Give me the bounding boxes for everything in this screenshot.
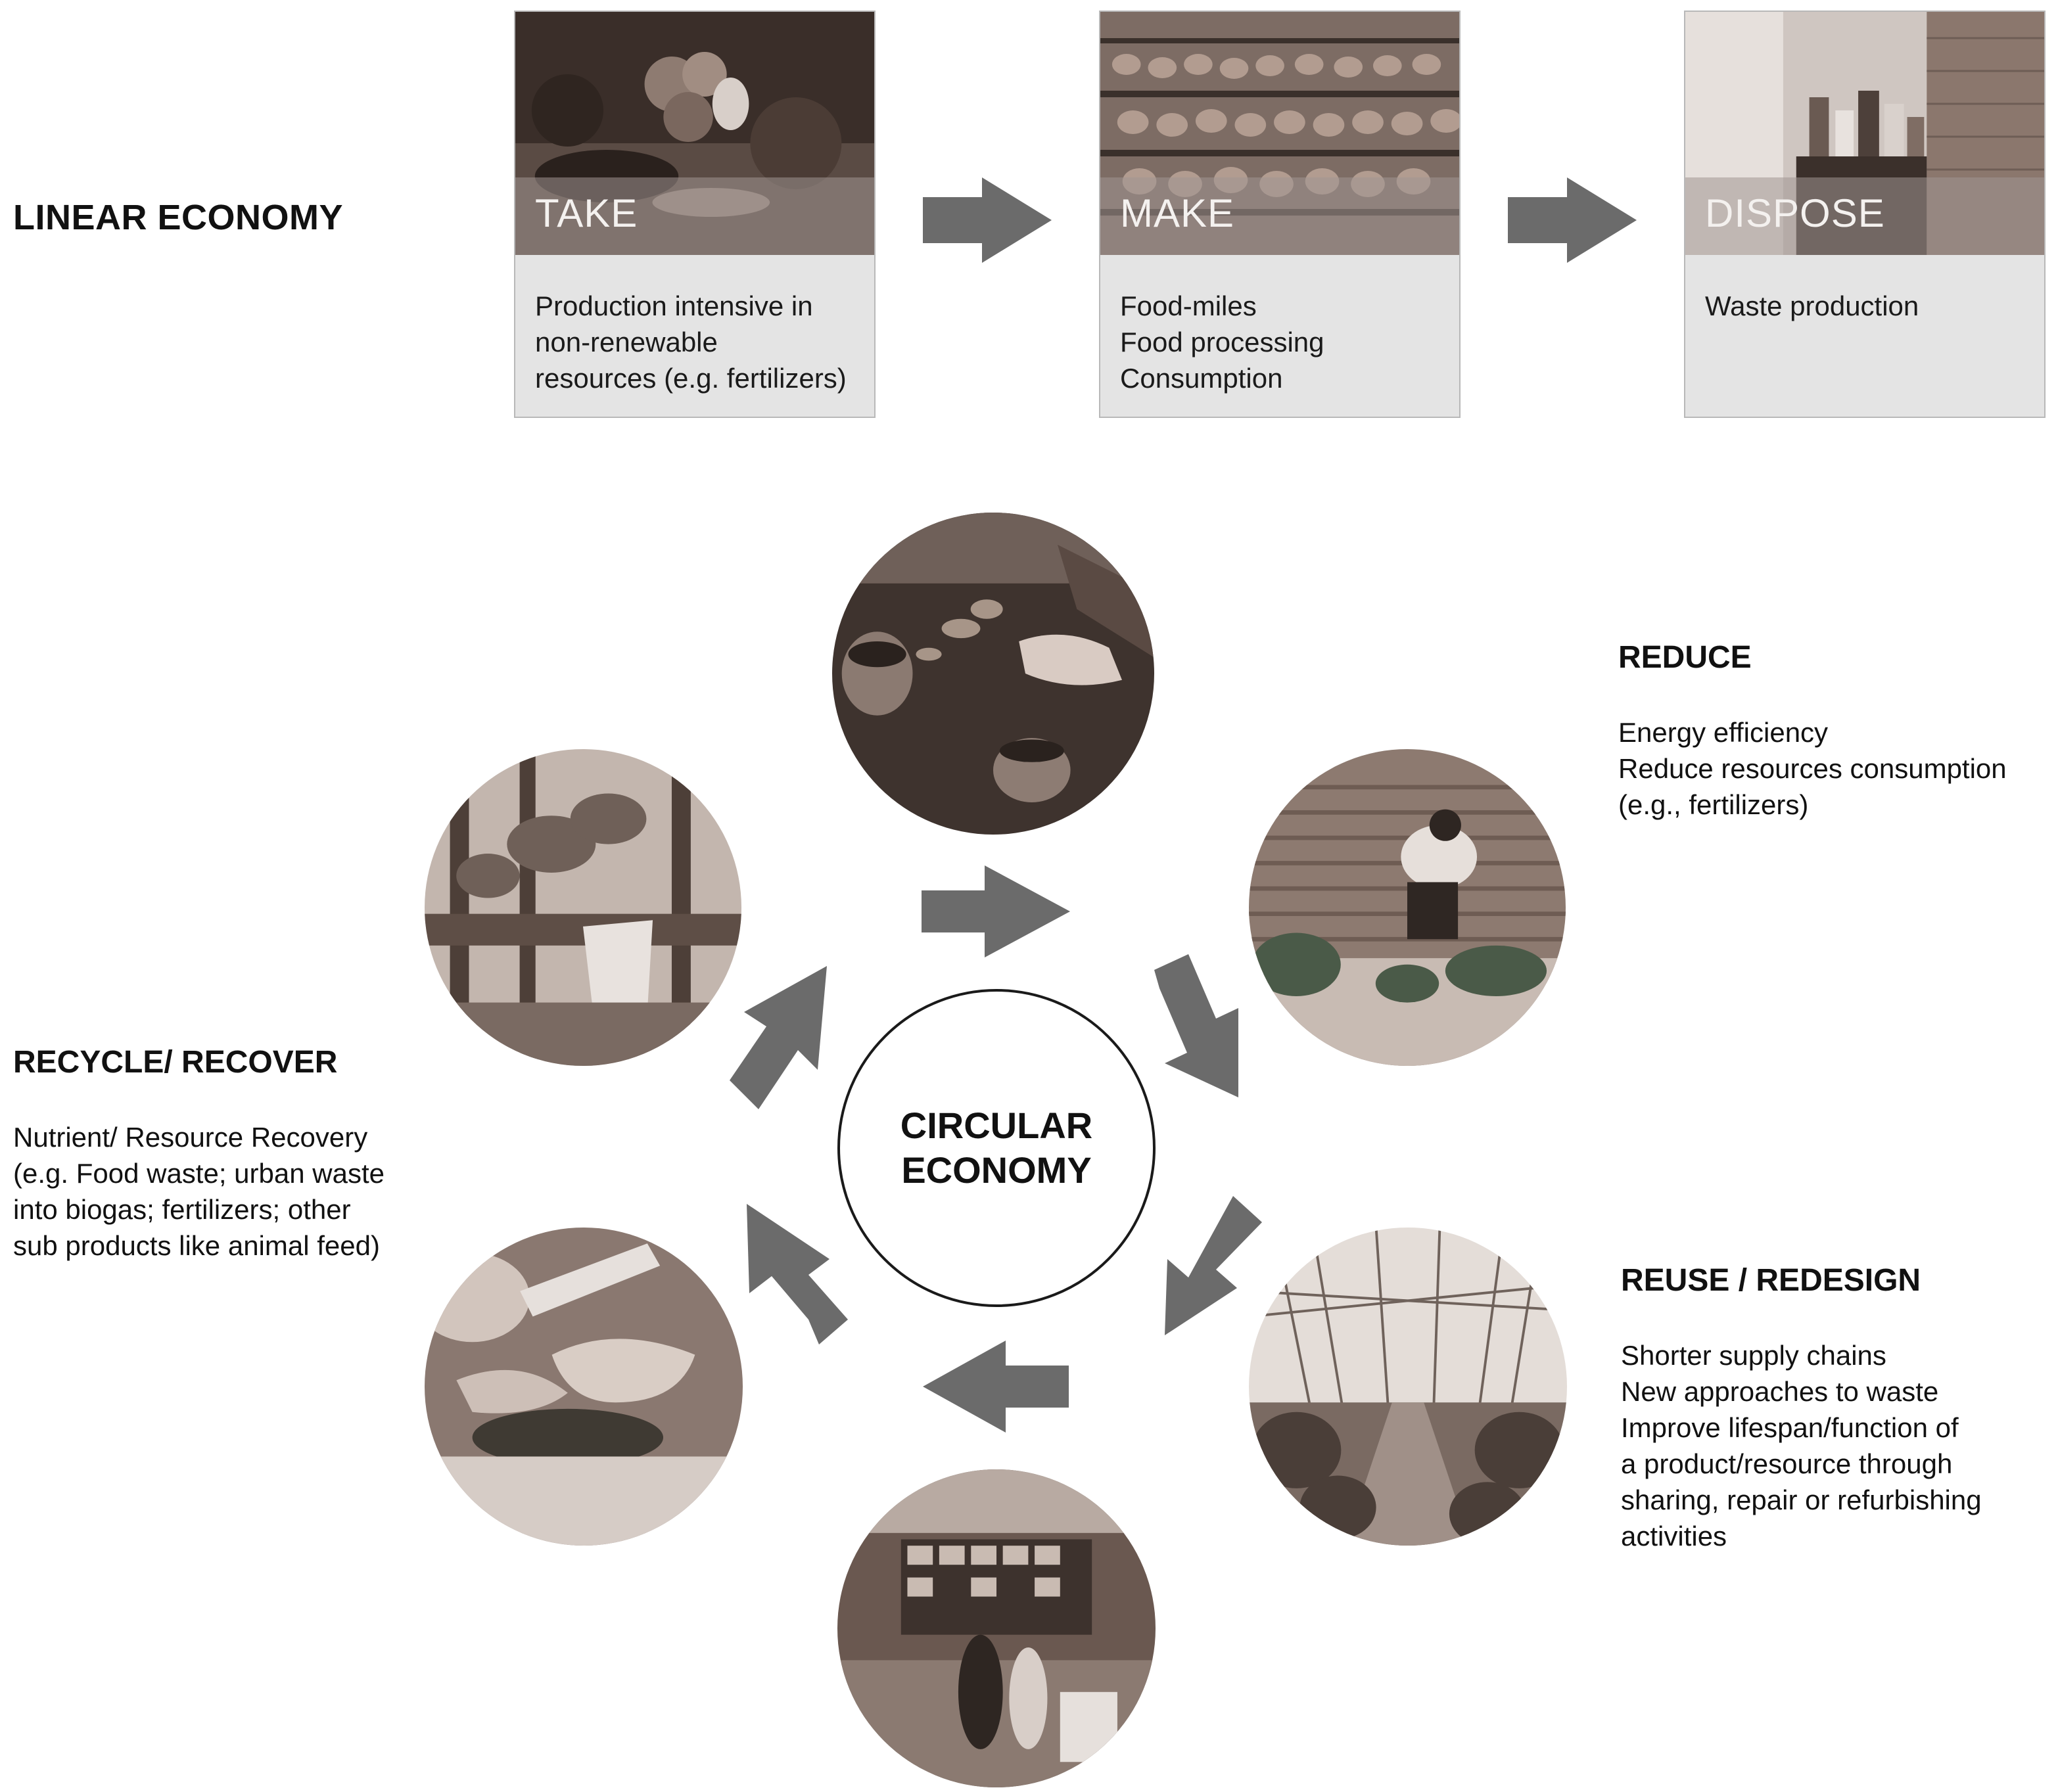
dispose-label: DISPOSE bbox=[1705, 191, 1885, 235]
photo-chopping bbox=[425, 1228, 743, 1546]
make-description: Food-miles Food processing Consumption bbox=[1120, 288, 1324, 396]
recycle-line-4: sub products like animal feed) bbox=[13, 1230, 380, 1261]
reduce-description: Energy efficiency Reduce resources consu… bbox=[1618, 714, 2007, 823]
recycle-line-3: into biogas; fertilizers; other bbox=[13, 1194, 351, 1225]
take-line-2: non-renewable bbox=[535, 327, 718, 357]
reuse-description: Shorter supply chains New approaches to … bbox=[1621, 1337, 1982, 1554]
make-line-2: Food processing bbox=[1120, 327, 1324, 357]
recycle-title: RECYCLE/ RECOVER bbox=[13, 1045, 338, 1080]
dispose-line-1: Waste production bbox=[1705, 290, 1919, 321]
photo-greenhouse bbox=[1249, 1228, 1567, 1546]
stage-card-make: MAKE Food-miles Food processing Consumpt… bbox=[1099, 11, 1461, 418]
cycle-arrow-upper-right bbox=[1154, 954, 1238, 1097]
reduce-line-2: Reduce resources consumption bbox=[1618, 753, 2007, 784]
reuse-line-3: Improve lifespan/function of bbox=[1621, 1412, 1959, 1443]
stage-card-take: TAKE Production intensive in non-renewab… bbox=[514, 11, 876, 418]
linear-economy-title: LINEAR ECONOMY bbox=[13, 198, 344, 237]
make-label-band bbox=[1100, 177, 1459, 255]
stage-card-dispose: DISPOSE Waste production bbox=[1684, 11, 2046, 418]
photo-market bbox=[837, 1469, 1156, 1787]
reuse-line-5: sharing, repair or refurbishing bbox=[1621, 1484, 1982, 1515]
recycle-line-1: Nutrient/ Resource Recovery bbox=[13, 1122, 368, 1153]
photo-garden-worker bbox=[1249, 749, 1566, 1066]
reuse-line-4: a product/resource through bbox=[1621, 1448, 1953, 1479]
recycle-line-2: (e.g. Food waste; urban waste bbox=[13, 1158, 385, 1189]
circular-economy-center: CIRCULAR ECONOMY bbox=[837, 989, 1156, 1307]
reduce-line-3: (e.g., fertilizers) bbox=[1618, 789, 1809, 820]
photo-seedlings bbox=[832, 513, 1154, 835]
make-line-3: Consumption bbox=[1120, 363, 1283, 394]
center-line-2: ECONOMY bbox=[901, 1149, 1092, 1191]
linear-arrow-take-make bbox=[923, 177, 1052, 263]
take-label-band bbox=[515, 177, 874, 255]
make-label: MAKE bbox=[1120, 191, 1235, 235]
take-line-3: resources (e.g. fertilizers) bbox=[535, 363, 847, 394]
recycle-description: Nutrient/ Resource Recovery (e.g. Food w… bbox=[13, 1119, 385, 1264]
reuse-line-2: New approaches to waste bbox=[1621, 1376, 1939, 1407]
reuse-line-6: activities bbox=[1621, 1521, 1727, 1551]
dispose-label-band bbox=[1685, 177, 2044, 255]
dispose-description: Waste production bbox=[1705, 288, 1919, 324]
take-line-1: Production intensive in bbox=[535, 290, 813, 321]
center-line-1: CIRCULAR bbox=[900, 1105, 1093, 1146]
cycle-arrow-lower-right bbox=[1165, 1196, 1262, 1335]
cycle-arrow-upper-left bbox=[730, 966, 827, 1109]
reuse-line-1: Shorter supply chains bbox=[1621, 1340, 1886, 1371]
reuse-title: REUSE / REDESIGN bbox=[1621, 1263, 1921, 1298]
cycle-arrow-bottom bbox=[923, 1341, 1069, 1433]
cycle-arrow-lower-left bbox=[747, 1204, 848, 1344]
make-line-1: Food-miles bbox=[1120, 290, 1257, 321]
cycle-arrow-top bbox=[922, 865, 1070, 957]
reduce-title: REDUCE bbox=[1618, 640, 1752, 675]
linear-arrow-make-dispose bbox=[1508, 177, 1637, 263]
take-description: Production intensive in non-renewable re… bbox=[535, 288, 847, 396]
photo-compost bbox=[425, 749, 741, 1066]
reduce-line-1: Energy efficiency bbox=[1618, 717, 1829, 748]
take-label: TAKE bbox=[535, 191, 638, 235]
